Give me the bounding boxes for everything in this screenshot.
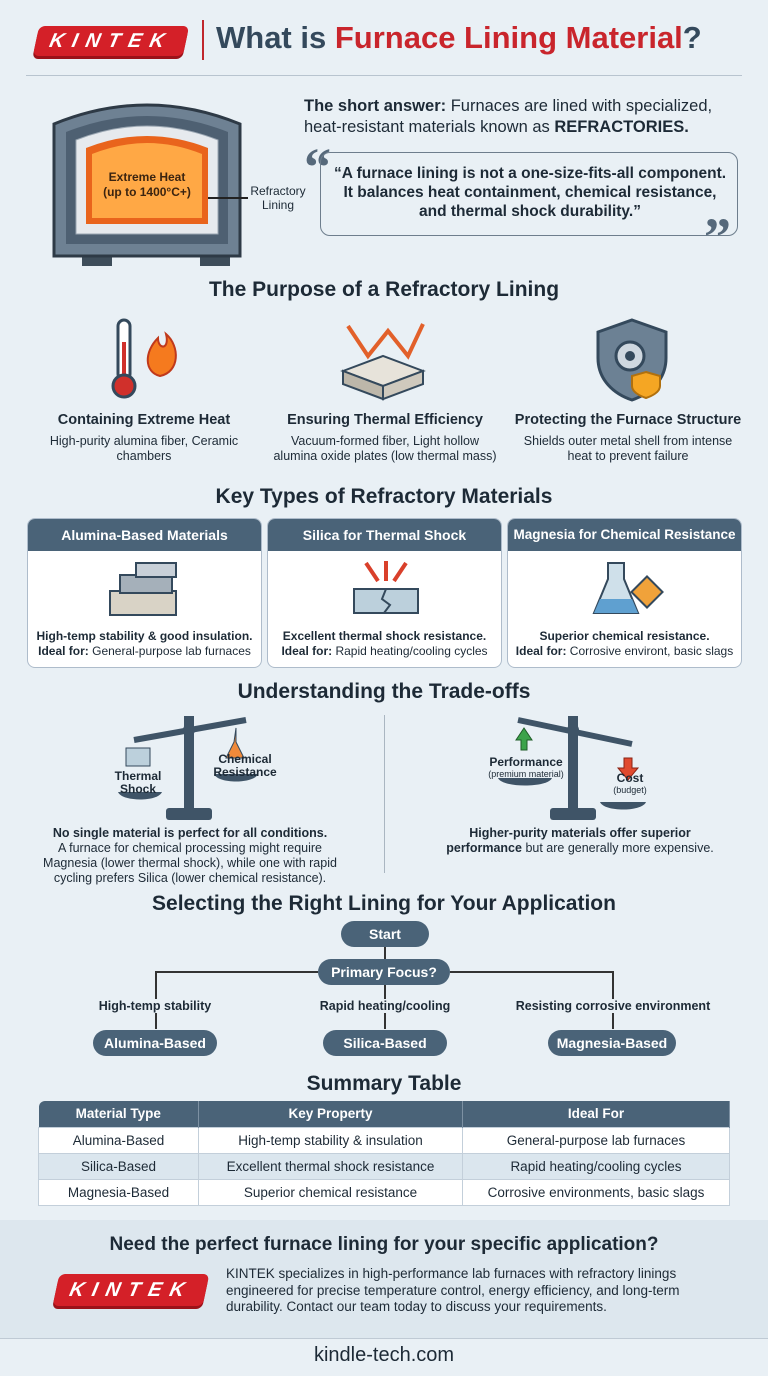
quote-close-icon: ” — [704, 207, 731, 267]
tradeoff-divider — [384, 715, 385, 873]
quote-text: “A furnace lining is not a one-size-fits… — [333, 165, 727, 220]
footer-url[interactable]: kindle-tech.com — [313, 1344, 455, 1366]
result-silica: Silica-Based — [323, 1030, 447, 1056]
purpose-item-desc: Vacuum-formed fiber, Light hollow alumin… — [273, 434, 497, 463]
quote-open-icon: “ — [304, 137, 331, 197]
short-answer: The short answer: Furnaces are lined wit… — [304, 97, 713, 136]
primary-focus-node: Primary Focus? — [318, 959, 450, 985]
page-title: What is Furnace Lining Material? — [216, 20, 702, 55]
bricks-icon — [106, 561, 186, 624]
result-magnesia: Magnesia-Based — [548, 1030, 676, 1056]
purpose-item-title: Ensuring Thermal Efficiency — [287, 412, 483, 428]
column-header: Key Property — [198, 1101, 463, 1127]
cta-text: KINTEK specializes in high-performance l… — [226, 1266, 680, 1314]
pan-performance-sub: (premium material) — [488, 769, 564, 779]
header-divider — [202, 20, 204, 60]
shield-gear-icon — [590, 316, 674, 407]
column-header: Ideal For — [462, 1101, 730, 1127]
branch-label: Rapid heating/cooling — [300, 999, 470, 1013]
card-title: Silica for Thermal Shock — [268, 519, 501, 551]
branch-label: Resisting corrosive environment — [510, 999, 716, 1013]
pan-cost-sub: (budget) — [613, 785, 647, 795]
flask-corrosive-icon — [586, 559, 666, 624]
cracked-block-icon — [346, 559, 426, 624]
type-card-alumina: Alumina-Based Materials High-temp stabil… — [27, 518, 262, 668]
start-node: Start — [341, 921, 429, 947]
thermometer-flame-icon — [100, 316, 184, 407]
purpose-title: The Purpose of a Refractory Lining — [208, 278, 560, 301]
purpose-item-title: Containing Extreme Heat — [57, 412, 231, 428]
extreme-heat-sub: (up to 1400°C+) — [103, 185, 191, 199]
furnace-illustration: Extreme Heat (up to 1400°C+) — [52, 94, 242, 266]
lining-pointer — [208, 197, 248, 199]
type-card-magnesia: Magnesia for Chemical Resistance Superio… — [507, 518, 742, 668]
quote-box — [320, 152, 738, 236]
branch-label: High-temp stability — [60, 999, 250, 1013]
extreme-heat-label: Extreme Heat — [108, 170, 186, 184]
tradeoffs-title: Understanding the Trade-offs — [237, 680, 531, 703]
purpose-item-title: Protecting the Furnace Structure — [514, 412, 742, 428]
selector-title: Selecting the Right Lining for Your Appl… — [152, 892, 616, 915]
pan-performance: Performance — [489, 755, 563, 769]
type-card-silica: Silica for Thermal Shock Excellent therm… — [267, 518, 502, 668]
kintek-logo: KINTEK — [32, 26, 190, 56]
summary-title: Summary Table — [306, 1072, 462, 1095]
header-rule — [26, 75, 742, 76]
card-desc: Superior chemical resistance. — [539, 629, 710, 643]
pan-cost: Cost — [616, 771, 644, 785]
card-desc: Excellent thermal shock resistance. — [282, 629, 487, 643]
balance-scale-right-icon — [488, 706, 648, 827]
types-title: Key Types of Refractory Materials — [215, 485, 553, 508]
purpose-item-desc: High-purity alumina fiber, Ceramic chamb… — [49, 434, 239, 463]
card-desc: High-temp stability & good insulation. — [36, 629, 253, 643]
result-alumina: Alumina-Based — [93, 1030, 217, 1056]
card-title: Magnesia for Chemical Resistance — [508, 519, 741, 551]
insulation-layers-icon — [338, 316, 428, 407]
refractory-lining-label: Refractory Lining — [250, 184, 306, 212]
pan-chemical-resistance: Chemical Resistance — [213, 752, 277, 779]
kintek-logo: KINTEK — [52, 1274, 210, 1306]
cta-title: Need the perfect furnace lining for your… — [109, 1234, 659, 1255]
card-title: Alumina-Based Materials — [28, 519, 261, 551]
balance-scale-left-icon — [108, 706, 258, 827]
tradeoff-left-text: No single material is perfect for all co… — [43, 826, 337, 885]
column-header: Material Type — [38, 1101, 199, 1127]
purpose-item-desc: Shields outer metal shell from intense h… — [523, 434, 733, 463]
pan-thermal-shock: Thermal Shock — [114, 769, 162, 796]
